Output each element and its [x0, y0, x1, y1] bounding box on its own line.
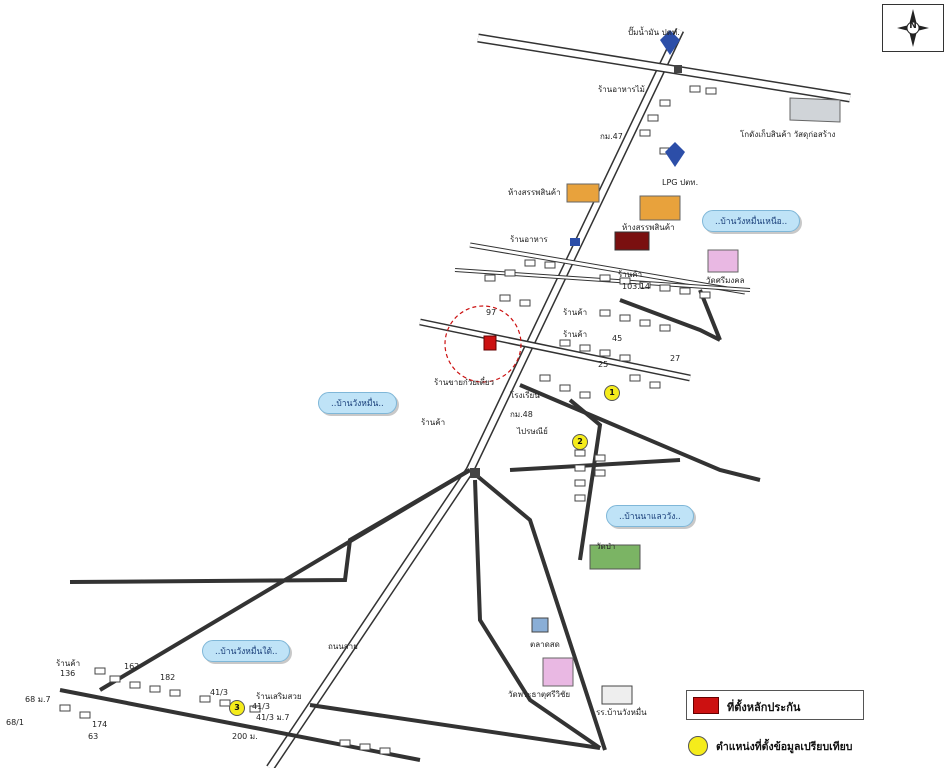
- label-shop-c: ร้านค้า: [563, 330, 588, 339]
- legend-yellow-dot: [688, 736, 708, 756]
- label-n200: 200 ม.: [232, 732, 258, 741]
- legend-red-swatch: [693, 697, 719, 714]
- area-east: ..บ้านนาแลววัง..: [606, 505, 694, 527]
- label-n182: 182: [160, 673, 176, 682]
- label-n413b: 41/3: [252, 702, 270, 711]
- label-km48: กม.48: [510, 410, 533, 419]
- label-shop-bl: ร้านค้า: [56, 659, 81, 668]
- landmarks: [470, 30, 841, 705]
- subject-site: [444, 305, 522, 383]
- label-shop-b: ร้านค้า: [563, 308, 588, 317]
- label-temple3: วัดพระธาตุศรีวิชัย: [508, 690, 571, 699]
- marker-1: 1: [604, 385, 620, 401]
- label-shop-bl2: ร้านเสริมสวย: [256, 692, 302, 701]
- label-road-rt: ถนนสาย: [328, 642, 358, 651]
- area-center: ..บ้านวังหมื่น..: [318, 392, 397, 414]
- label-house-left: ร้านขายก๋วยเตี๋ยว: [434, 378, 495, 387]
- label-n63: 63: [88, 732, 99, 741]
- label-shop2: ห้างสรรพสินค้า: [622, 223, 675, 232]
- legend-yellow-label: ตำแหน่งที่ตั้งข้อมูลเปรียบเทียบ: [716, 741, 853, 753]
- south-roads: [59, 289, 761, 762]
- label-temple2: วัดป่า: [596, 542, 616, 551]
- label-shop-right: ร้านค้า: [618, 270, 643, 279]
- label-n174: 174: [92, 720, 108, 729]
- label-n162: 162: [124, 662, 140, 671]
- label-km47: กม.47: [600, 132, 623, 141]
- label-post: ไปรษณีย์: [517, 427, 548, 436]
- label-n27: 27: [670, 354, 681, 363]
- label-n97: 97: [486, 308, 497, 317]
- label-n68: 68 ม.7: [25, 695, 51, 704]
- middle-cross-road: [419, 242, 751, 382]
- area-south: ..บ้านวังหมื่นใต้..: [202, 640, 291, 662]
- label-n681: 68/1: [6, 718, 24, 727]
- legend-red-label: ที่ตั้งหลักประกัน: [727, 701, 801, 714]
- compass-letter: N: [909, 21, 917, 31]
- legend-subject-site: ที่ตั้งหลักประกัน: [686, 690, 864, 720]
- label-n136: 136: [60, 669, 76, 678]
- label-market: ตลาดสด: [530, 640, 560, 649]
- label-n1: 103.14: [622, 282, 650, 291]
- top-cross-road: [477, 33, 851, 103]
- label-n413: 41/3: [210, 688, 228, 697]
- label-dist: ร้านค้า: [421, 418, 446, 427]
- legend-comparison: ตำแหน่งที่ตั้งข้อมูลเปรียบเทียบ: [686, 735, 946, 757]
- marker-2: 2: [572, 434, 588, 450]
- label-n413c: 41/3 ม.7: [256, 713, 290, 722]
- label-n45: 45: [612, 334, 623, 343]
- label-gas-top: ปั๊มน้ำมัน ปตท.: [628, 28, 680, 37]
- label-school: โรงเรียน: [510, 391, 540, 400]
- main-road: [266, 28, 685, 768]
- label-n25: 25: [598, 360, 609, 369]
- area-north: ..บ้านวังหมื่นเหนือ..: [702, 210, 801, 232]
- compass: N: [882, 4, 944, 52]
- houses: [59, 85, 717, 755]
- label-school2: รร.บ้านวังหมื่น: [596, 708, 647, 717]
- label-cafe: ร้านอาหาร: [510, 235, 548, 244]
- label-shop-a: ร้านอาหารไม้: [598, 85, 645, 94]
- label-lpg: LPG ปตท.: [662, 178, 699, 187]
- compass-star-icon: [897, 9, 929, 47]
- marker-3: 3: [229, 700, 245, 716]
- label-temple-top: วัดศรีมงคล: [706, 276, 745, 285]
- label-factory: โกดังเก็บสินค้า วัสดุก่อสร้าง: [740, 130, 836, 139]
- label-shop1: ห้างสรรพสินค้า: [508, 188, 561, 197]
